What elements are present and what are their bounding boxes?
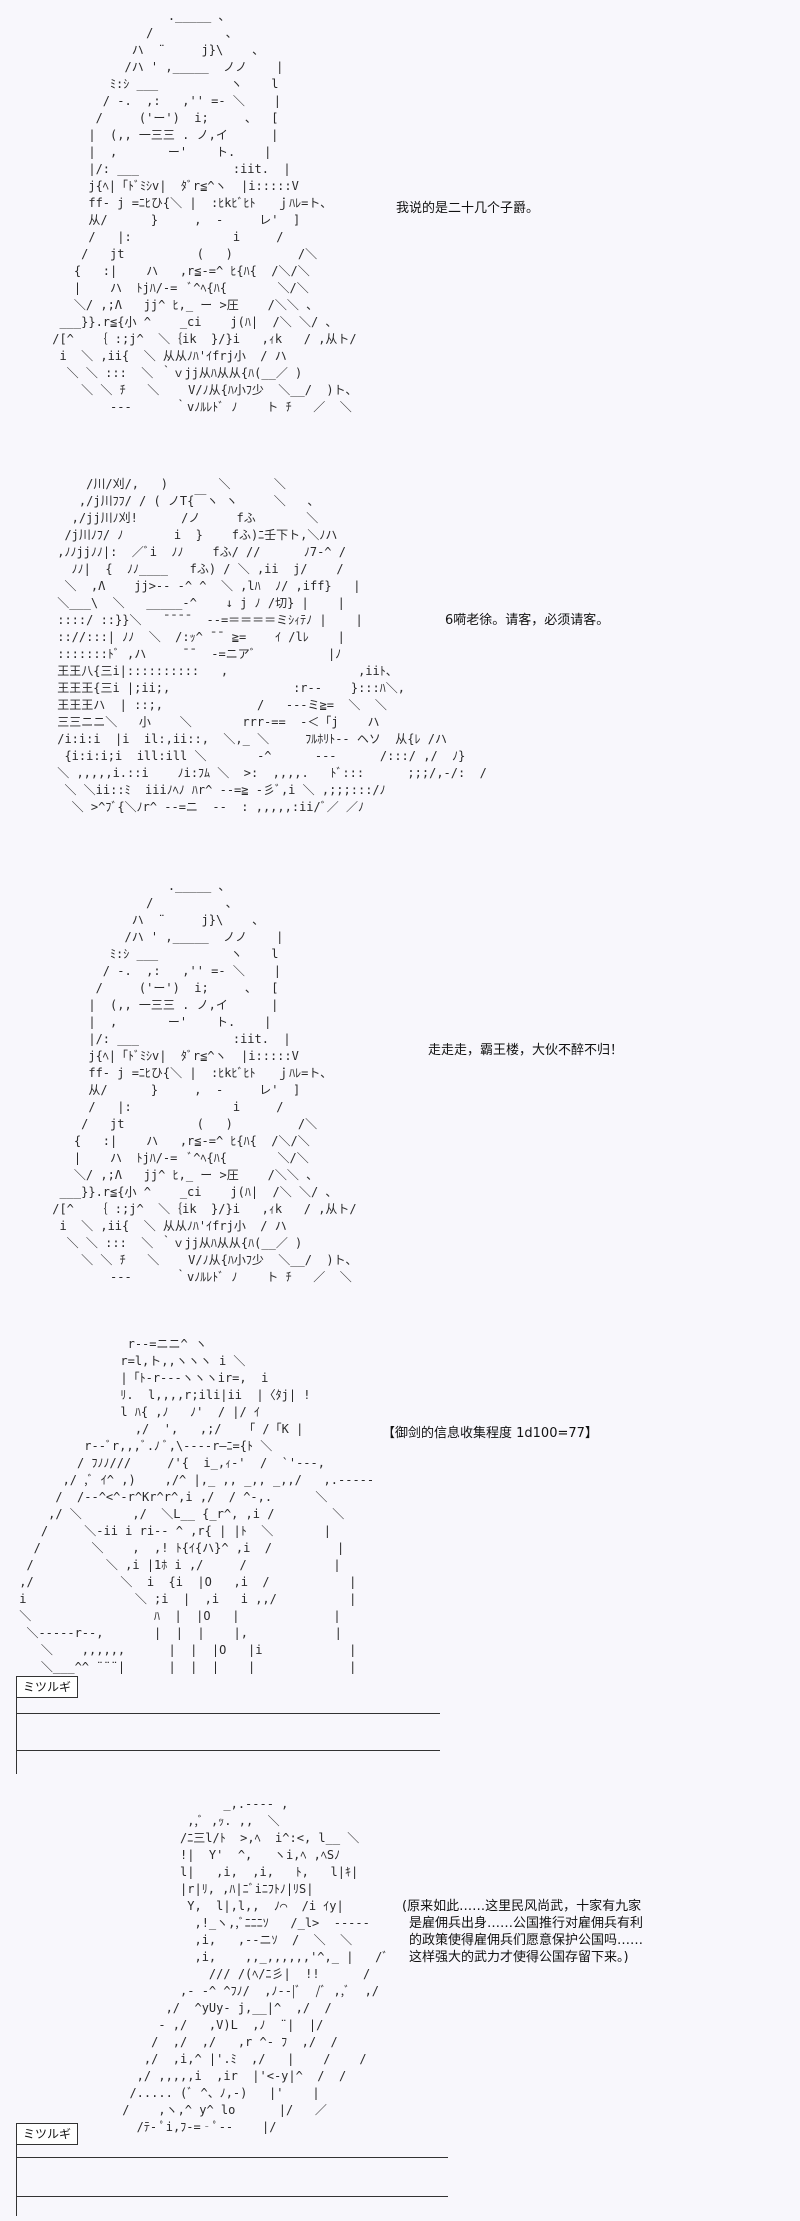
monologue-line-2: 是雇佣兵出身……公国推行对雇佣兵有利 — [409, 1916, 644, 1931]
monologue-line-3: 的政策使得雇佣兵们愿意保护公国吗…… — [409, 1933, 644, 1948]
panel-3: ._____ 、 / 、 ハ ¨ j}\ 、 /ハ ' ,_____ ノノ | … — [0, 872, 800, 1312]
ascii-art-noble: ._____ 、 / 、 ハ ¨ j}\ 、 /ハ ' ,_____ ノノ | … — [52, 879, 358, 1284]
character-nameplate: ミツルギ — [16, 2123, 79, 2145]
box-edge — [16, 2142, 17, 2216]
panel-5: _,.‐‐‐‐ , ,,ﾞ ,ｯ. ,, ＼ /ﾆ三l/ﾄ >,ﾍ i^:<, … — [0, 1790, 800, 2221]
panel-2: /川/刈/, ) ＼ ＼ ,/j川ﾌﾌ/ / ( ノT{￣ヽ ヽ ＼ 、 ,/j… — [0, 470, 800, 870]
divider-line — [16, 2196, 448, 2197]
ascii-art-mitsurugi-thinking: _,.‐‐‐‐ , ,,ﾞ ,ｯ. ,, ＼ /ﾆ三l/ﾄ >,ﾍ i^:<, … — [122, 1797, 389, 2134]
box-edge — [16, 1696, 17, 1774]
speech-line: 我说的是二十几个子爵。 — [396, 201, 540, 216]
monologue-line-4: 这样强大的武力才使得公国存留下来。) — [409, 1950, 629, 1965]
character-nameplate: ミツルギ — [16, 1676, 79, 1698]
divider-line — [16, 1750, 440, 1751]
monologue-line-1: (原来如此……这里民风尚武，十家有九家 — [402, 1899, 642, 1914]
speech-line: 6嗬老徐。请客，必须请客。 — [445, 613, 610, 628]
speech-monologue: (原来如此……这里民风尚武，十家有九家是雇佣兵出身……公国推行对雇佣兵有利的政策… — [402, 1898, 643, 1966]
panel-4: r‐‐=ニニ^ ヽ r=l,ト,,ヽヽヽ i ＼ |「ﾄ‐r‐‐‐ヽヽヽir=,… — [0, 1330, 800, 1774]
info-text: 【御剑的信息收集程度 1d100=77】 — [382, 1426, 598, 1441]
ascii-art-noble: ._____ 、 / 、 ハ ¨ j}\ 、 /ハ ' ,_____ ノノ | … — [52, 9, 358, 414]
ascii-art-mitsurugi-standing: r‐‐=ニニ^ ヽ r=l,ト,,ヽヽヽ i ＼ |「ﾄ‐r‐‐‐ヽヽヽir=,… — [19, 1337, 375, 1674]
speech-line: 走走走，霸王楼，大伙不醉不归！ — [428, 1043, 624, 1058]
divider-line — [16, 1713, 440, 1714]
divider-line — [16, 2157, 448, 2158]
ascii-art-merchant: /川/刈/, ) ＼ ＼ ,/j川ﾌﾌ/ / ( ノT{￣ヽ ヽ ＼ 、 ,/j… — [57, 477, 487, 814]
panel-1: ._____ 、 / 、 ハ ¨ j}\ 、 /ハ ' ,_____ ノノ | … — [0, 0, 800, 450]
